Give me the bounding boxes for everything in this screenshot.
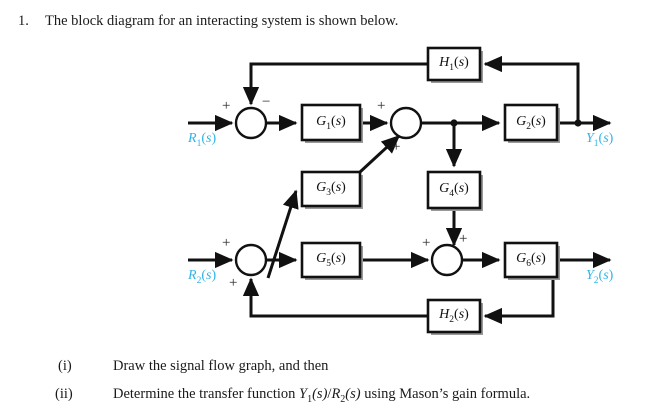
block-g1 <box>300 103 362 142</box>
subquestion-ii-prefix: Determine the transfer function <box>113 386 300 402</box>
summing-junction-2 <box>389 106 423 140</box>
subquestion-ii-label: (ii) <box>55 386 73 402</box>
question-prompt: The block diagram for an interacting sys… <box>45 13 399 29</box>
branch-dot-g3-input <box>278 256 286 264</box>
tf-numerator-arg: (s) <box>312 386 328 402</box>
subquestion-ii-text: Determine the transfer function Y1(s)/R2… <box>113 385 530 409</box>
question-number: 1. <box>18 13 29 29</box>
wire-g3-to-sum2 <box>358 134 401 174</box>
summing-junction-1 <box>234 106 268 140</box>
branch-dot-y1 <box>574 119 582 127</box>
branch-dot-g4-input <box>450 119 458 127</box>
block-h1 <box>426 46 482 82</box>
subquestion-i-text: Draw the signal flow graph, and then <box>113 358 329 374</box>
block-g2 <box>503 103 559 142</box>
block-g6 <box>503 241 559 279</box>
summing-junction-4 <box>430 243 464 277</box>
tf-numerator: Y <box>299 386 308 402</box>
block-rects <box>300 46 560 335</box>
wire-y1-to-h1 <box>483 55 580 123</box>
tf-denominator-arg: (s) <box>345 386 361 402</box>
block-h2 <box>426 298 482 334</box>
summing-junction-3 <box>234 243 268 277</box>
subquestion-i-label: (i) <box>58 358 72 374</box>
wire-branch-to-g3 <box>266 189 299 279</box>
tf-denominator: R <box>331 386 341 402</box>
tf-numerator-sub: 1 <box>307 393 313 405</box>
wire-h1-to-sum1 <box>242 62 428 106</box>
subquestion-ii-suffix: using Mason’s gain formula. <box>360 386 531 402</box>
block-g4 <box>426 170 482 210</box>
summing-junctions <box>234 106 464 277</box>
block-g5 <box>300 241 362 279</box>
wire-h2-to-sum3 <box>242 277 428 318</box>
tf-divider: / <box>327 386 332 402</box>
tf-denominator-sub: 2 <box>340 393 346 405</box>
block-g3 <box>300 170 362 208</box>
